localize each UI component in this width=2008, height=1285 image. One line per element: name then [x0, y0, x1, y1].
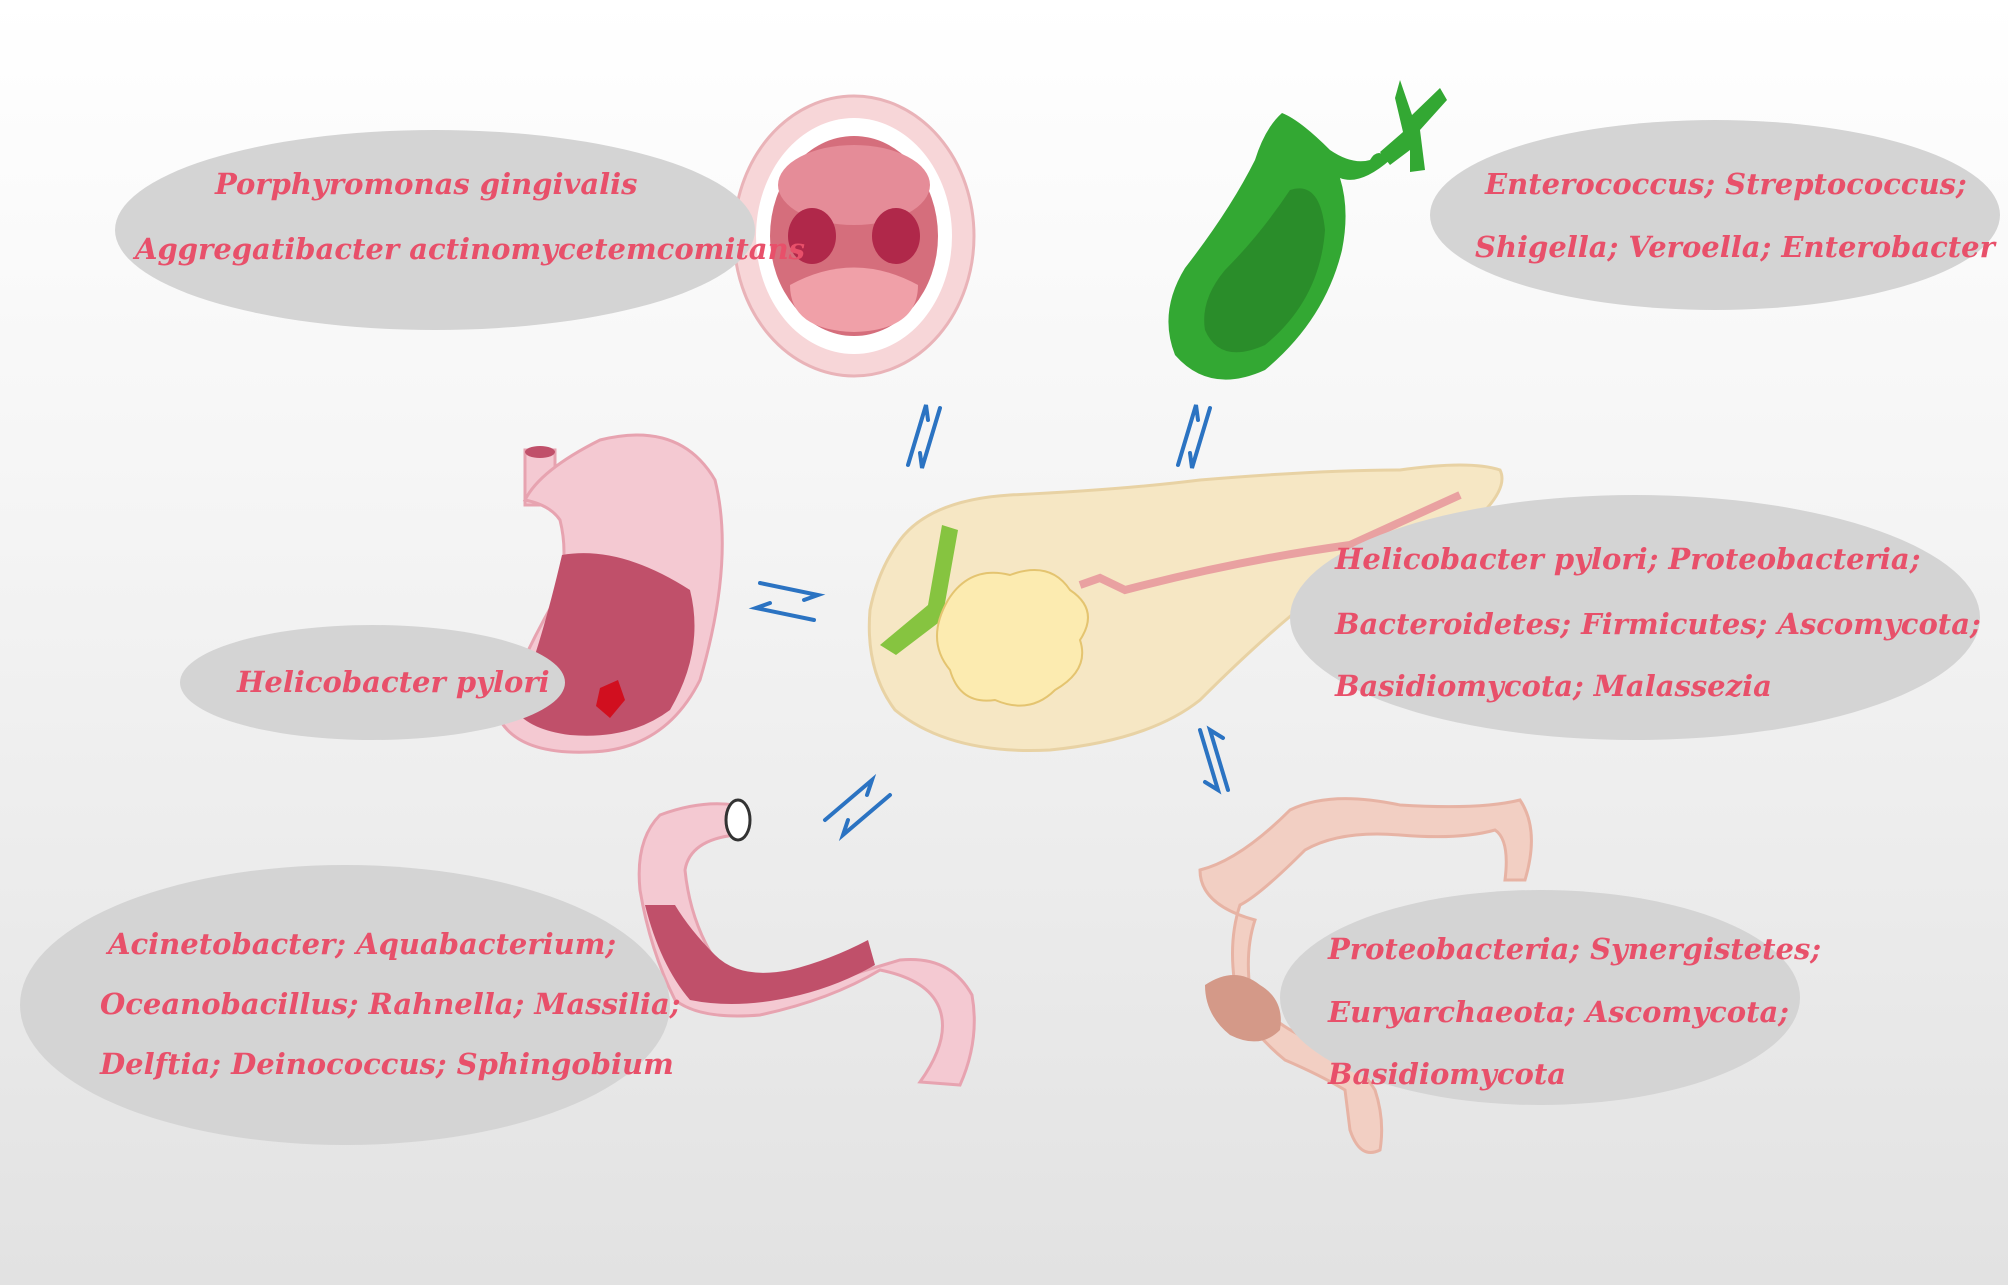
pancreas-label-line-2: Bacteroidetes; Firmicutes; Ascomycota;: [1335, 607, 1981, 641]
colon-label-bubble: [1280, 890, 1800, 1105]
oral-label-line-1: Porphyromonas gingivalis: [215, 167, 638, 201]
oral-label-line-2: Aggregatibacter actinomycetemcomitans: [135, 232, 805, 266]
small-intestine-icon: [637, 798, 976, 1087]
pancreas-label-line-1: Helicobacter pylori; Proteobacteria;: [1335, 542, 1921, 576]
reversible-arrows-icon: [1176, 404, 1212, 469]
pancreas-label-line-3: Basidiomycota; Malassezia: [1335, 669, 1772, 703]
gallbladder-icon: [1168, 80, 1447, 380]
duodenum-label-line-3: Delftia; Deinococcus; Sphingobium: [100, 1047, 674, 1081]
biliary-label-bubble: [1430, 120, 2000, 310]
duodenum-label-bubble: [20, 865, 670, 1145]
colon-label-line-1: Proteobacteria; Synergistetes;: [1328, 932, 1822, 966]
colon-label-line-2: Euryarchaeota; Ascomycota;: [1328, 995, 1789, 1029]
colon-label-line-3: Basidiomycota: [1328, 1057, 1567, 1091]
reversible-arrows-icon: [1198, 725, 1230, 795]
reversible-arrows-icon: [823, 773, 892, 842]
pancreas-label-bubble: [1290, 495, 1980, 740]
duodenum-label-line-1: Acinetobacter; Aquabacterium;: [108, 927, 617, 961]
mouth-icon: [732, 94, 976, 378]
stomach-label-line-1: Helicobacter pylori: [237, 665, 550, 699]
stomach-label-bubble: [180, 625, 565, 740]
reversible-arrows-icon: [748, 581, 826, 622]
biliary-label-line-1: Enterococcus; Streptococcus;: [1485, 167, 1967, 201]
biliary-label-line-2: Shigella; Veroella; Enterobacter: [1475, 230, 1995, 264]
oral-label-bubble: [115, 130, 755, 330]
duodenum-label-line-2: Oceanobacillus; Rahnella; Massilia;: [100, 987, 681, 1021]
reversible-arrows-icon: [906, 404, 942, 469]
